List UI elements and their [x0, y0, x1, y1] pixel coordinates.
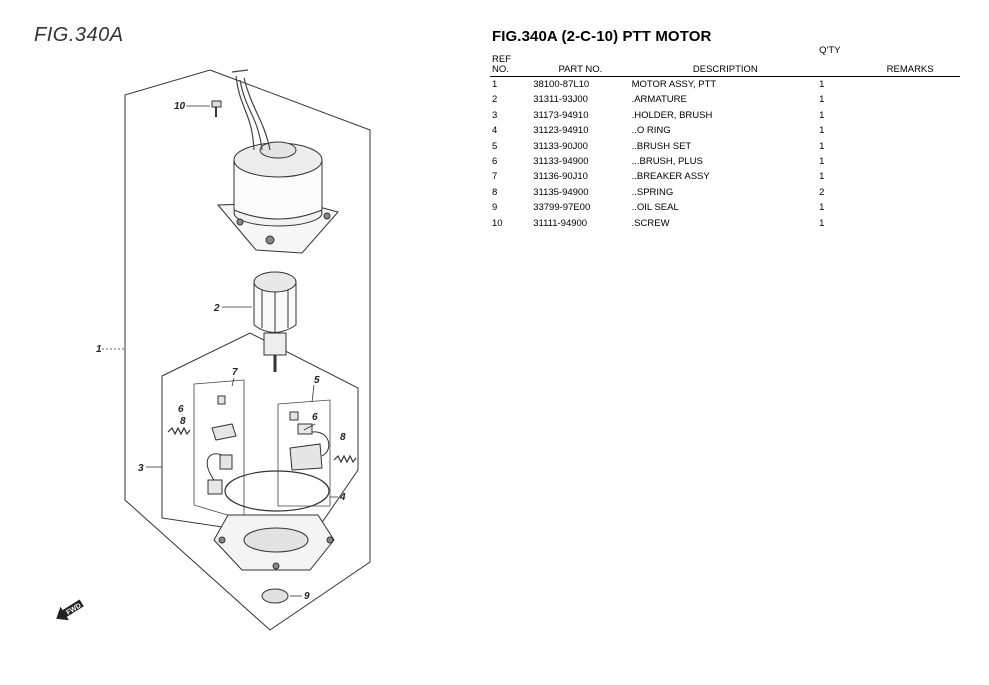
fwd-arrow-icon: FWD: [56, 599, 84, 621]
fwd-label: FWD: [65, 602, 82, 616]
motor-body: [216, 141, 339, 254]
col-qty-header: Q'TY: [819, 45, 841, 56]
oil-seal: [261, 588, 289, 604]
screw-10: [211, 100, 222, 117]
leader-lines: [102, 105, 338, 597]
assembly-outline: [124, 69, 371, 631]
callout-1: 1: [96, 344, 102, 355]
spring-right: [333, 454, 357, 464]
figure-label: FIG.340A: [34, 24, 124, 46]
callout-9: 9: [304, 591, 310, 602]
callout-10: 10: [174, 101, 186, 112]
armature: [253, 271, 297, 372]
end-cap: [213, 514, 335, 571]
motor-wires: [231, 69, 271, 151]
brush-holder-outline: [161, 332, 359, 541]
col-ref-header: REF NO.: [490, 55, 530, 77]
col-part-header: PART NO.: [529, 55, 628, 77]
callout-5: 5: [314, 375, 320, 386]
o-ring: [224, 470, 330, 512]
breaker-assy: [206, 395, 237, 495]
callout-6a: 6: [178, 404, 184, 415]
parts-list-panel: FIG.340A (2-C-10) PTT MOTOR Q'TY REF NO.…: [490, 28, 960, 231]
callout-8b: 8: [340, 432, 346, 443]
parts-title: FIG.340A (2-C-10) PTT MOTOR: [492, 28, 712, 45]
parts-table: Q'TY REF NO. PART NO. DESCRIPTION REMARK…: [490, 45, 960, 231]
col-desc-header: DESCRIPTION: [627, 55, 820, 77]
callout-4: 4: [339, 492, 346, 503]
callout-7: 7: [232, 367, 238, 378]
callout-6b: 6: [312, 412, 318, 423]
col-remarks-header: REMARKS: [860, 55, 960, 77]
callout-8a: 8: [180, 416, 186, 427]
callout-2: 2: [213, 303, 220, 314]
callout-3: 3: [138, 463, 144, 474]
spring-left: [167, 426, 191, 436]
